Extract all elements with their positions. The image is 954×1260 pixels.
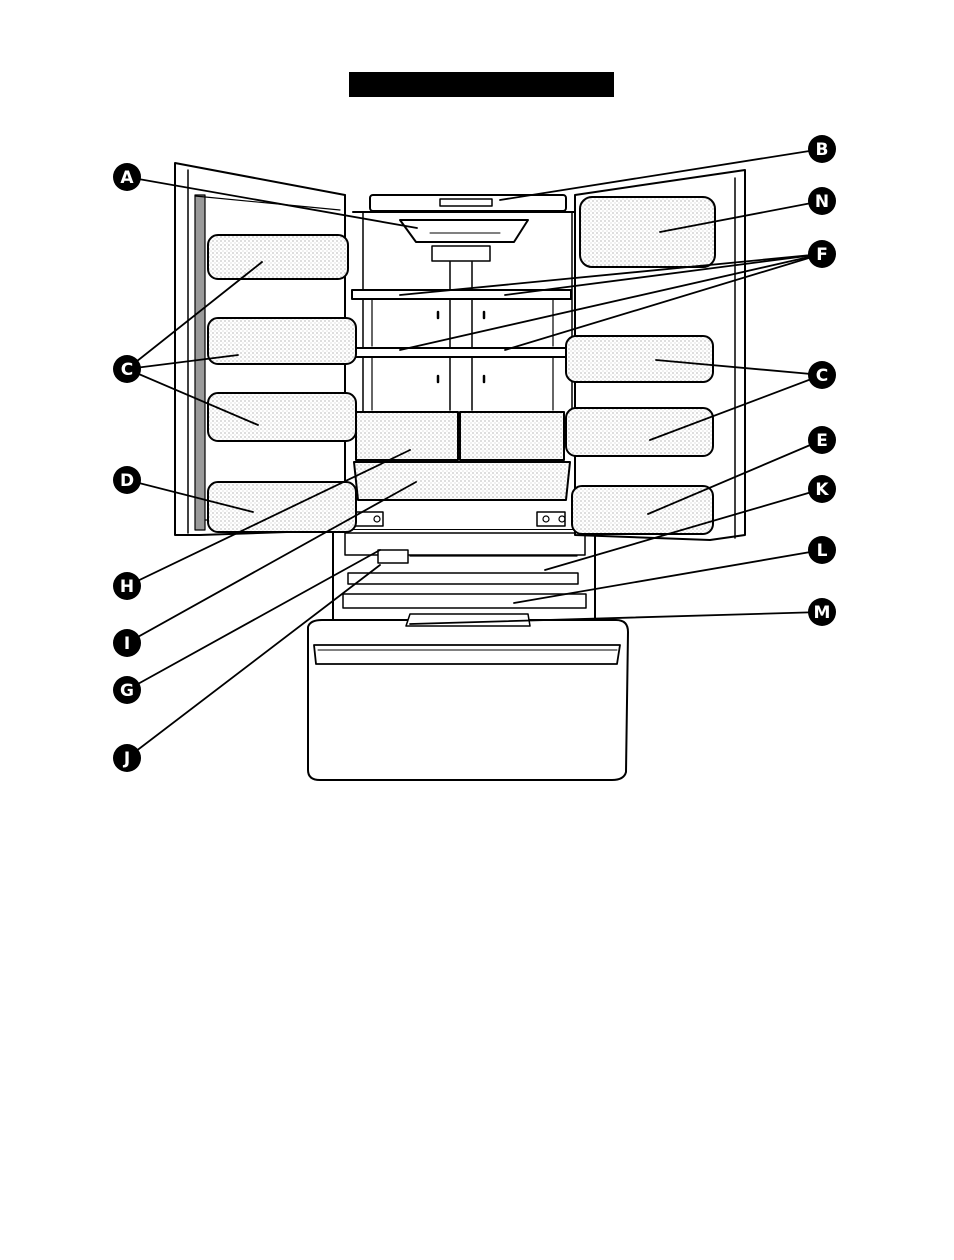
right-door-upper-bin (580, 197, 715, 267)
callout-b: B (808, 135, 836, 163)
light-cover (400, 220, 528, 242)
left-door-bin-1 (208, 235, 348, 279)
callout-k: K (808, 475, 836, 503)
callout-i: I (113, 629, 141, 657)
freezer-upper-shelf (348, 573, 578, 584)
freezer (333, 530, 595, 625)
control-display (440, 199, 492, 206)
callout-j: J (113, 744, 141, 772)
svg-text:F: F (816, 245, 828, 265)
crisper-drawer-right (460, 412, 564, 460)
callout-c-left: C (113, 355, 141, 383)
deli-drawer (354, 462, 570, 500)
freezer-drawer (308, 614, 628, 780)
svg-text:C: C (816, 366, 828, 386)
svg-text:L: L (817, 541, 828, 561)
callout-a: A (113, 163, 141, 191)
callout-l: L (808, 536, 836, 564)
svg-text:D: D (120, 471, 134, 491)
callout-n: N (808, 187, 836, 215)
svg-text:I: I (124, 634, 130, 654)
svg-text:N: N (815, 192, 829, 212)
svg-text:B: B (816, 140, 829, 160)
callout-c-right: C (808, 361, 836, 389)
right-door-bin-2 (566, 408, 713, 456)
svg-text:A: A (120, 168, 134, 188)
right-door-bin-1 (566, 336, 713, 382)
left-door (175, 163, 356, 535)
drawer-handle (314, 645, 620, 664)
ice-maker (378, 550, 408, 563)
left-door-bin-2 (208, 318, 356, 364)
callout-h: H (113, 572, 141, 600)
callout-g: G (113, 676, 141, 704)
callout-m: M (808, 598, 836, 626)
callout-f: F (808, 240, 836, 268)
svg-text:G: G (120, 681, 134, 701)
cabinet (345, 195, 590, 530)
svg-text:M: M (814, 603, 831, 623)
left-door-bin-3 (208, 393, 356, 441)
svg-text:J: J (123, 749, 130, 769)
callout-e: E (808, 426, 836, 454)
crisper-drawer-left (356, 412, 458, 460)
callout-d: D (113, 466, 141, 494)
svg-text:H: H (120, 577, 134, 597)
middle-shelf (352, 348, 571, 357)
svg-text:E: E (816, 431, 828, 451)
svg-text:K: K (815, 480, 829, 500)
svg-text:C: C (121, 360, 133, 380)
